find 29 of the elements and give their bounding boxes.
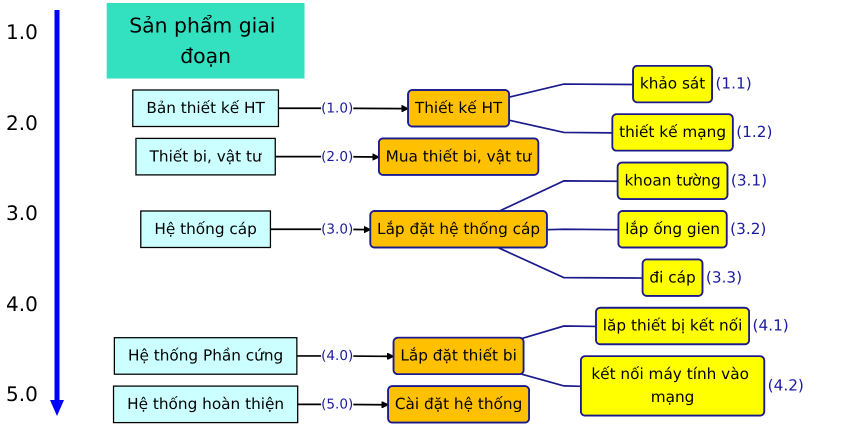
phase-number: 2.0: [6, 110, 38, 134]
edge-label: (1.0): [321, 100, 354, 116]
edge-label: (5.0): [321, 396, 354, 412]
phase-number: 4.0: [6, 292, 38, 316]
node-box: Sản phẩm giai đoạn: [106, 2, 305, 79]
node-label: (3.2): [730, 220, 766, 238]
edge-label: (3.0): [321, 220, 354, 237]
connector: [498, 180, 618, 212]
node-label: (1.1): [715, 75, 752, 93]
node-label: (4.1): [752, 317, 789, 335]
node-label: (1.2): [736, 124, 772, 142]
connector: [498, 247, 644, 279]
node-box: Bản thiết kế HT: [132, 89, 280, 128]
node-label: (4.2): [768, 376, 804, 395]
node-box: Hệ thống cáp: [140, 210, 272, 248]
node-box: Hệ thống hoàn thiện: [112, 385, 298, 424]
edge-label: (4.0): [321, 347, 354, 364]
phase-number: 5.0: [6, 382, 38, 406]
node-label: (3.3): [706, 268, 742, 287]
connector: [509, 83, 634, 98]
connector: [547, 228, 619, 230]
connector: [509, 119, 613, 134]
node-label: (3.1): [730, 172, 768, 190]
phase-number: 3.0: [6, 201, 38, 225]
connector: [521, 325, 596, 340]
node-box: Hệ thống Phần cứng: [114, 337, 298, 375]
edge-label: (2.0): [321, 148, 354, 164]
connector: [521, 373, 582, 388]
phase-number: 1.0: [6, 20, 38, 44]
